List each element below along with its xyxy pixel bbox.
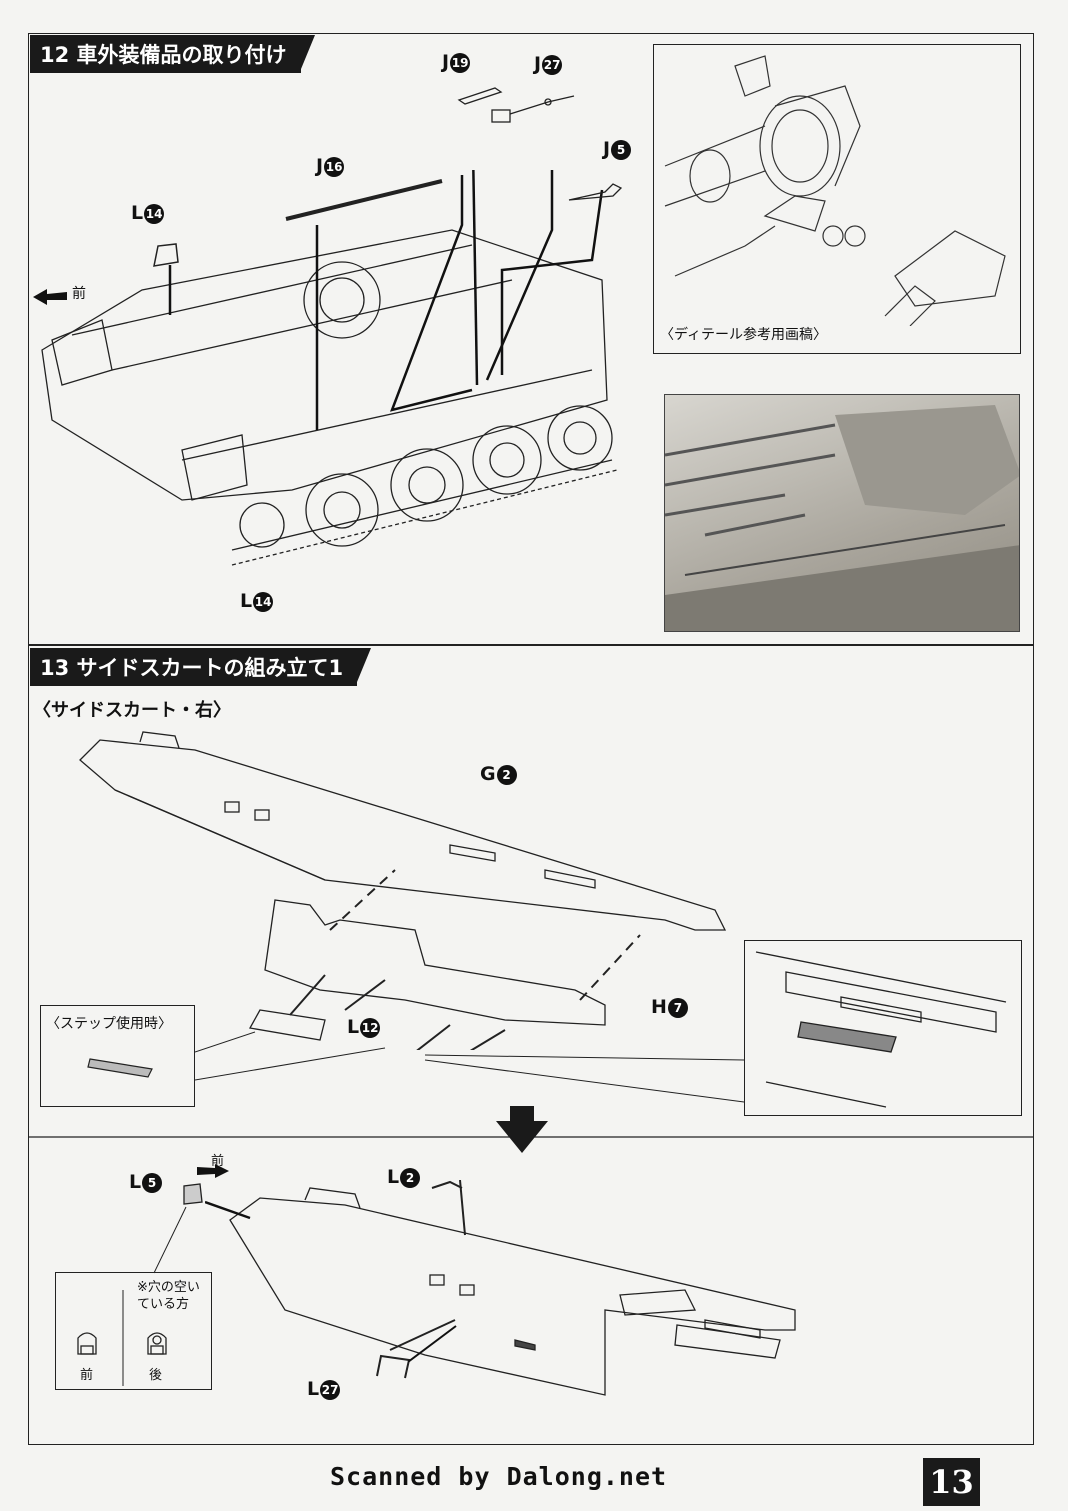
step12-title: 12 車外装備品の取り付け xyxy=(30,35,315,73)
note-rear-label: 後 xyxy=(149,1368,163,1383)
step13-subtitle: 〈サイドスカート・右〉 xyxy=(33,700,231,721)
side-skirt-upper-drawing xyxy=(79,731,727,1050)
tank-photo xyxy=(664,394,1020,632)
detail-caption: 〈ディテール参考用画稿〉 xyxy=(660,327,828,343)
scan-credit: Scanned by Dalong.net xyxy=(330,1462,668,1491)
part-l14-sketch xyxy=(153,243,179,267)
step-use-box xyxy=(40,1005,195,1107)
part-j16-sketch xyxy=(285,179,443,221)
part-l27-sketch xyxy=(376,1354,411,1379)
side-skirt-lower-drawing xyxy=(229,1180,796,1396)
zoom-detail-drawing xyxy=(755,951,1007,1108)
part-j5-sketch xyxy=(568,183,623,201)
zoom-leader-lines xyxy=(424,1054,745,1103)
part-front-orientation-icon xyxy=(77,1332,97,1355)
tank-hull-drawing xyxy=(41,170,618,566)
part-l5-leader xyxy=(205,1200,251,1220)
part-j19-sketch xyxy=(457,87,503,105)
front-label-step12: 前 xyxy=(72,286,86,302)
part-l5-sketch xyxy=(183,1183,203,1205)
detail-reference-box xyxy=(653,44,1021,354)
step13-title: 13 サイドスカートの組み立て1 xyxy=(30,648,372,686)
front-arrow-icon xyxy=(33,289,67,305)
note-leader-line xyxy=(153,1206,187,1274)
down-arrow-icon xyxy=(496,1121,548,1153)
note-divider xyxy=(122,1290,124,1386)
zoom-detail-box xyxy=(744,940,1022,1116)
part-l27-leader xyxy=(408,1325,457,1363)
step13-panel xyxy=(28,645,1034,1445)
part-rear-orientation-icon xyxy=(147,1332,167,1355)
down-arrow-stem xyxy=(510,1106,534,1124)
orientation-note-box xyxy=(55,1272,212,1390)
note-text: ※穴の空いている方 xyxy=(137,1280,200,1312)
part-l2-sketch xyxy=(431,1180,463,1189)
step-use-leader-lines xyxy=(195,1031,386,1081)
detail-reference-drawing xyxy=(664,55,1006,326)
step12-panel xyxy=(28,33,1034,645)
note-front-label: 前 xyxy=(80,1368,94,1383)
part-j27-sketch xyxy=(491,95,575,123)
page-number: 13 xyxy=(923,1458,980,1506)
tank-photo-shapes xyxy=(665,405,1019,631)
step-part-sketch xyxy=(87,1058,153,1078)
front-label-step13: 前 xyxy=(211,1154,225,1169)
step-use-label: 〈ステップ使用時〉 xyxy=(46,1016,172,1032)
front-arrow-icon-step13 xyxy=(197,1164,229,1178)
